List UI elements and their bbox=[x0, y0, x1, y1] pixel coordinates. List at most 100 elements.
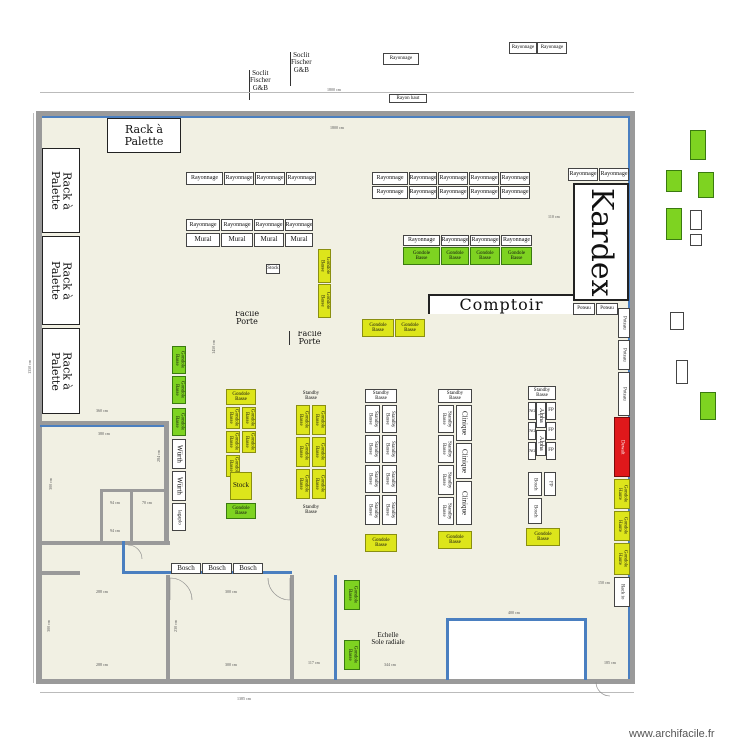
wc-dim-1: 94 cm bbox=[110, 500, 120, 505]
rack-io: Rack io bbox=[614, 577, 630, 607]
br-dim-400: 400 cm bbox=[508, 610, 520, 615]
bottom-green-1: Gondole Basse bbox=[344, 580, 360, 610]
aisle3-a1: Standby Basse bbox=[365, 405, 380, 433]
aisle1-a3: Gondole Basse bbox=[226, 431, 240, 453]
room-1-w: 380 cm bbox=[98, 431, 110, 436]
stock-tag: Stock bbox=[266, 264, 280, 274]
aisle5-wago-2: WAGO bbox=[528, 422, 536, 440]
aisle5-fp-1: FP bbox=[546, 402, 556, 420]
gondola-green-3: Gondole Basse bbox=[470, 247, 500, 265]
rayonnage-pair-2: Rayonnage bbox=[537, 42, 567, 54]
top-dimension-line bbox=[40, 92, 634, 93]
aisle5-wago-1: WAGO bbox=[528, 402, 536, 420]
aisle3-a3: Standby Basse bbox=[365, 435, 380, 463]
mural-small-1: Rayonnage bbox=[186, 219, 220, 231]
kardex-top-rayonnage: Rayonnage bbox=[568, 168, 598, 181]
lagaplo: lagaplo bbox=[172, 503, 186, 531]
gondole-basse-comptoir-2: Gondole Basse bbox=[395, 319, 425, 337]
gondole-basse-comptoir-1: Gondole Basse bbox=[362, 319, 394, 337]
room-3-w: 300 cm bbox=[225, 589, 237, 594]
left-dimension-line bbox=[33, 113, 34, 683]
br-dim-185: 185 cm bbox=[604, 660, 616, 665]
wc-dim-3: 94 cm bbox=[110, 528, 120, 533]
corridor-wall bbox=[40, 541, 170, 545]
outside-tag-4 bbox=[676, 360, 688, 384]
kardex-poteau-1: Poteau bbox=[573, 303, 595, 315]
room-3-w2: 300 cm bbox=[225, 662, 237, 667]
rack-palette-left-3: Rack à Palette bbox=[42, 328, 80, 414]
rack-palette-left-2: Rack à Palette bbox=[42, 236, 80, 325]
inner-left-dim: 1450 cm bbox=[211, 340, 216, 354]
gondola-row-label-2: Rayonnage bbox=[441, 235, 469, 246]
rayon-haut-label: Rayon haut bbox=[389, 94, 427, 103]
aisle4-a4: Standby Basse bbox=[438, 497, 454, 525]
aisle1-a5: Gondole Basse bbox=[226, 455, 240, 477]
room-2-w2: 288 cm bbox=[96, 662, 108, 667]
top-dimension-text: 1800 cm bbox=[327, 87, 341, 92]
wc-wall-v1 bbox=[100, 489, 103, 541]
corridor-blue-v bbox=[122, 541, 125, 573]
rayonnage-row1-1: Rayonnage bbox=[186, 172, 223, 185]
kardex-block: Kardex bbox=[573, 183, 629, 301]
bosch-3: Bosch bbox=[233, 563, 263, 574]
outside-green-1 bbox=[690, 130, 706, 160]
mural-small-2: Rayonnage bbox=[221, 219, 253, 231]
right-rayon-bot-1: Rayonnage bbox=[372, 186, 408, 199]
gondole-basse-corner-2: Gondole Basse bbox=[318, 284, 331, 318]
aisle5-foot: Gondole Basse bbox=[526, 528, 560, 546]
aisle1-a4: Gondole Basse bbox=[242, 431, 256, 453]
aisle4-a3: Standby Basse bbox=[438, 465, 454, 495]
room-2-h: 300 cm bbox=[46, 620, 51, 632]
gondola-green-4: Gondole Basse bbox=[501, 247, 532, 265]
wurth-1: Würth bbox=[172, 439, 186, 469]
aisle5-alpha-1: Alpha bbox=[536, 402, 546, 428]
room-3-h: 230 cm bbox=[173, 620, 178, 632]
right-side-tag-1: Poteau bbox=[618, 308, 630, 338]
aisle5-fp-2: FP bbox=[546, 422, 556, 440]
aisle5-bosch-2: Bosch bbox=[528, 498, 542, 524]
room-1-floor bbox=[42, 428, 164, 541]
aisle1-foot: Gondole Basse bbox=[226, 503, 256, 519]
aisle2-a5: Gondole Basse bbox=[296, 469, 310, 499]
right-rayon-top-2: Rayonnage bbox=[409, 172, 437, 185]
mural-2: Mural bbox=[221, 233, 253, 247]
wc-dim-2: 70 cm bbox=[142, 500, 152, 505]
aisle2-a2: Gondole Basse bbox=[312, 405, 326, 435]
rayonnage-row1-4: Rayonnage bbox=[286, 172, 316, 185]
center-wall-1 bbox=[334, 575, 337, 680]
outside-tag-2 bbox=[690, 234, 702, 246]
bottom-dim-117: 117 cm bbox=[308, 660, 320, 665]
aisle2-a6: Gondole Basse bbox=[312, 469, 326, 499]
facile-porte-1: Facile Porte bbox=[234, 311, 260, 325]
aisle4-clinique-1: Clinique bbox=[456, 405, 472, 441]
right-yellow-2: Gondole Haute bbox=[614, 511, 630, 541]
right-side-tag-2: Poteau bbox=[618, 340, 630, 370]
rayonnage-top: Rayonnage bbox=[383, 53, 419, 65]
aisle5-head: Standby Basse bbox=[528, 386, 556, 400]
bosch-1: Bosch bbox=[171, 563, 201, 574]
aisle1-a6: Stock bbox=[230, 472, 252, 500]
right-rayon-bot-4: Rayonnage bbox=[469, 186, 499, 199]
facile-porte-2: Facile Porte bbox=[289, 331, 329, 345]
right-yellow-1: Gondole Haute bbox=[614, 479, 630, 509]
aisle2-a1: Gondole Basse bbox=[296, 405, 310, 435]
right-side-tag-3: Poteau bbox=[618, 372, 630, 416]
right-rayon-top-4: Rayonnage bbox=[469, 172, 499, 185]
aisle4-head: Standby Basse bbox=[438, 389, 472, 403]
comptoir-counter: Comptoir bbox=[428, 294, 573, 314]
rayonnage-row1-2: Rayonnage bbox=[224, 172, 254, 185]
aisle5-fp-4: FP bbox=[544, 472, 556, 496]
aisle3-head: Standby Basse bbox=[365, 389, 397, 403]
rack-palette-top: Rack à Palette bbox=[107, 118, 181, 153]
watermark: www.archifacile.fr bbox=[629, 728, 715, 740]
aisle2-head-label: Standby Basse bbox=[302, 390, 320, 401]
bottom-dimension-line bbox=[40, 692, 634, 693]
bottom-green-2: Gondole Basse bbox=[344, 640, 360, 670]
gondola-row-label-4: Rayonnage bbox=[501, 235, 532, 246]
room-2-wall bbox=[166, 575, 170, 679]
br-wall-left bbox=[446, 618, 449, 680]
wurth-2: Würth bbox=[172, 471, 186, 501]
corridor-wall-2 bbox=[40, 571, 80, 575]
rayonnage-pair-1: Rayonnage bbox=[509, 42, 537, 54]
gondola-row-label-1: Rayonnage bbox=[403, 235, 440, 246]
